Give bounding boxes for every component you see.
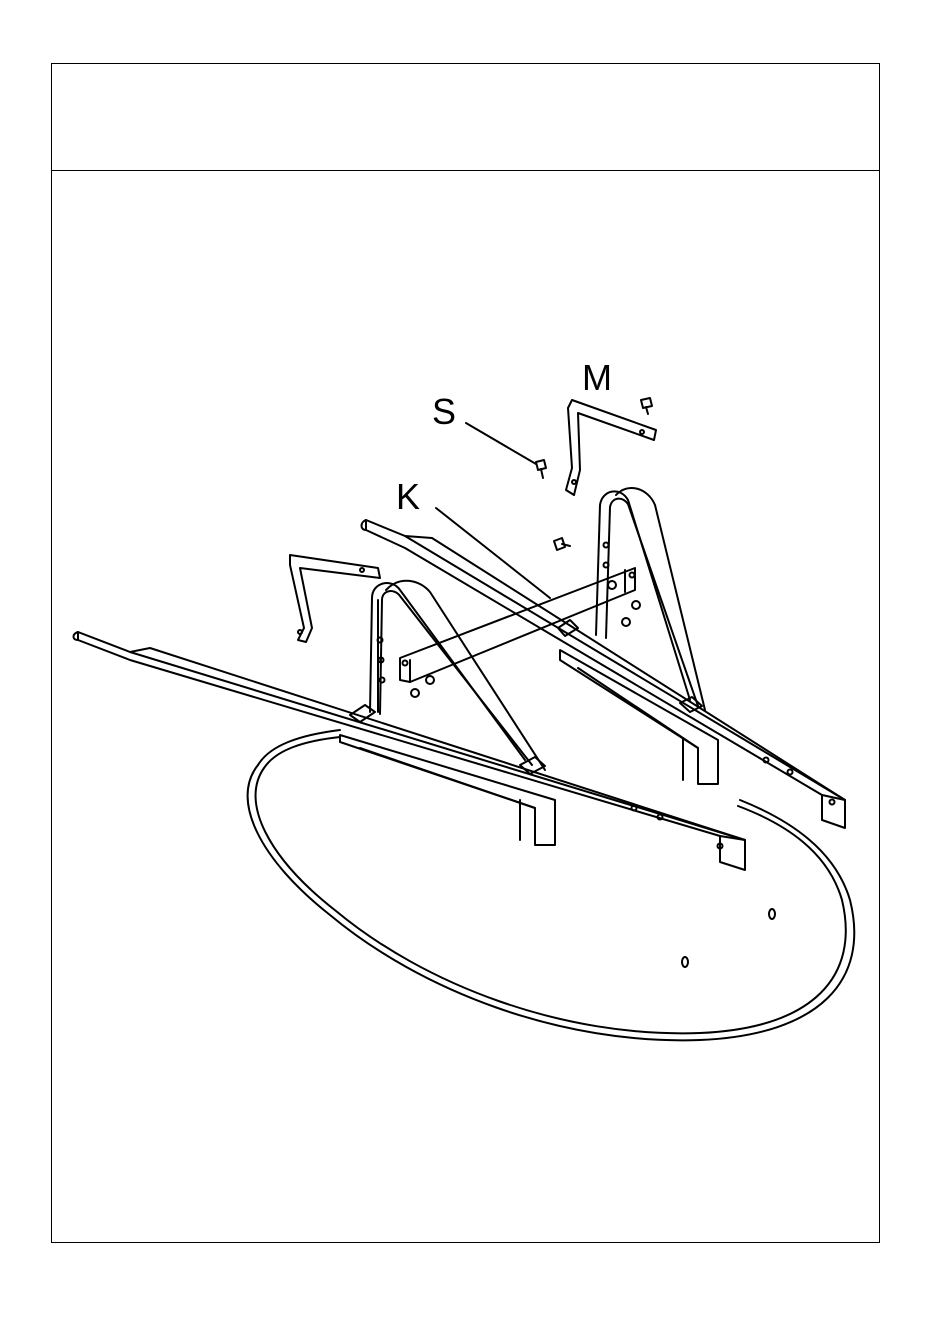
corner-bracket-left [290,555,380,642]
screw-S [536,460,546,478]
label-K: K [396,476,420,517]
label-S: S [432,391,456,432]
back-rail [366,520,845,828]
screw-loose [554,538,570,550]
tabletop-hole [682,957,688,967]
tabletop-hole [769,909,775,919]
leader-line-K [436,508,550,598]
cross-brace-K [400,568,635,682]
front-rail [78,632,745,870]
screw-M [641,398,652,414]
tabletop-outline [248,765,855,1040]
leader-line-S [466,423,536,464]
label-M: M [582,357,612,398]
corner-bracket-M [566,400,656,495]
